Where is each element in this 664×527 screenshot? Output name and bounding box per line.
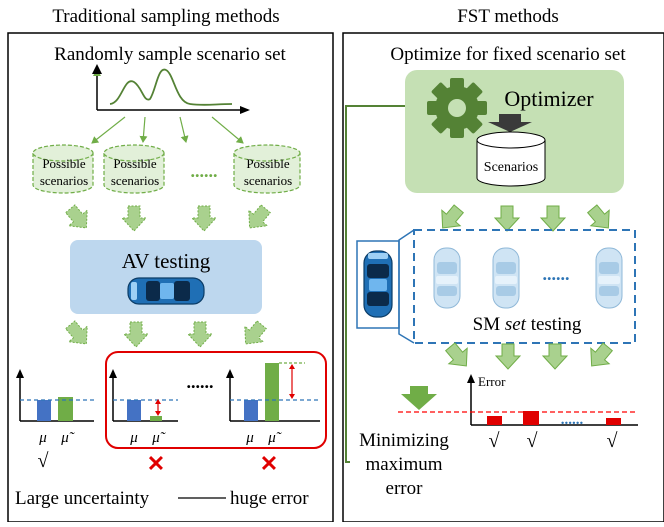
bar-2-mu: μ: [129, 430, 138, 446]
distribution-plot: [92, 64, 250, 114]
error-chart: Error ......: [398, 374, 638, 428]
sm-set-testing-label: SM set testing: [473, 314, 582, 335]
scenarios-label: Scenarios: [484, 160, 538, 175]
bar-1-mu-tilde: μ̃: [60, 430, 75, 446]
sm-car-1: [433, 247, 461, 309]
distribution-curve: [109, 68, 233, 106]
bar-3-estimate: [265, 363, 279, 421]
av-car-icon: [127, 277, 205, 305]
possible-scenarios-3: Possible scenarios: [233, 144, 301, 194]
left-arrows-to-av: [60, 200, 276, 237]
av-testing-label: AV testing: [122, 249, 211, 273]
cross-mark-3: ✕: [260, 451, 278, 476]
bar-3-true-mean: [244, 400, 258, 421]
possible-scenarios-2: Possible scenarios: [103, 144, 165, 194]
sm-car-2: [492, 247, 520, 309]
bar-2-true-mean: [127, 400, 141, 421]
bar-1-mu: μ: [38, 430, 47, 446]
bar-2-mu-tilde: μ̃: [151, 430, 166, 446]
error-bar-2: [523, 411, 539, 425]
possible-scenarios-2-line1: Possible: [113, 156, 157, 171]
av-car-frame: [356, 240, 400, 329]
error-ellipsis: ......: [561, 412, 584, 428]
minimizing-line-2: maximum: [365, 454, 442, 475]
av-car-vertical-icon: [363, 250, 393, 318]
feedback-loop-line: [345, 105, 405, 463]
optimizer-down-arrow: [488, 114, 532, 132]
av-bracket: [398, 229, 415, 344]
left-panel-subtitle: Randomly sample scenario set: [54, 44, 286, 65]
bar-3-mu-tilde: μ̃: [267, 430, 282, 446]
bar-1-estimate: [58, 397, 73, 421]
possible-scenarios-3-line2: scenarios: [244, 173, 292, 188]
sampling-arrows: [91, 116, 244, 144]
possible-scenarios-1-line1: Possible: [42, 156, 86, 171]
minimizing-down-arrow: [401, 386, 437, 410]
possible-scenarios-3-line1: Possible: [246, 156, 290, 171]
av-testing-box: [70, 240, 262, 314]
bar-chart-1: μ μ̃ √: [16, 369, 94, 472]
bar-charts-ellipsis: ......: [187, 372, 214, 392]
bar-1-check: √: [38, 450, 49, 472]
possible-scenarios-2-line2: scenarios: [111, 173, 159, 188]
bar-2-estimate: [150, 416, 162, 421]
error-bar-1: [487, 416, 502, 425]
right-panel-subtitle: Optimize for fixed scenario set: [390, 44, 626, 65]
left-panel-header: Traditional sampling methods: [52, 6, 279, 27]
high-error-highlight-box: [105, 351, 327, 449]
error-axis-label: Error: [478, 374, 506, 389]
scenarios-ellipsis: ......: [191, 161, 218, 181]
error-check-2: √: [527, 430, 538, 452]
error-bar-3: [606, 418, 621, 425]
bar-chart-3: μ μ̃: [226, 362, 320, 446]
error-check-1: √: [489, 430, 500, 452]
optimizer-label: Optimizer: [504, 86, 594, 111]
bar-chart-2: μ μ̃: [109, 369, 178, 446]
possible-scenarios-1-line2: scenarios: [40, 173, 88, 188]
right-arrows-from-sm: [440, 338, 618, 375]
possible-scenarios-1: Possible scenarios: [32, 144, 94, 194]
scenarios-cylinder: Scenarios: [476, 131, 546, 187]
sm-car-3: [595, 247, 623, 309]
minimizing-line-1: Minimizing: [359, 430, 449, 451]
right-panel-header: FST methods: [457, 6, 559, 27]
footer-large-uncertainty: Large uncertainty: [15, 488, 150, 509]
sm-cars-ellipsis: ......: [543, 264, 570, 284]
error-check-3: √: [607, 430, 618, 452]
bar-3-mu: μ: [245, 430, 254, 446]
left-arrows-from-av: [60, 316, 272, 353]
cross-mark-2: ✕: [147, 451, 165, 476]
gear-icon: [427, 78, 487, 138]
footer-huge-error: huge error: [230, 488, 309, 509]
bar-1-true-mean: [37, 400, 51, 421]
sm-set-testing-box: [413, 229, 636, 344]
minimizing-line-3: error: [386, 478, 424, 499]
